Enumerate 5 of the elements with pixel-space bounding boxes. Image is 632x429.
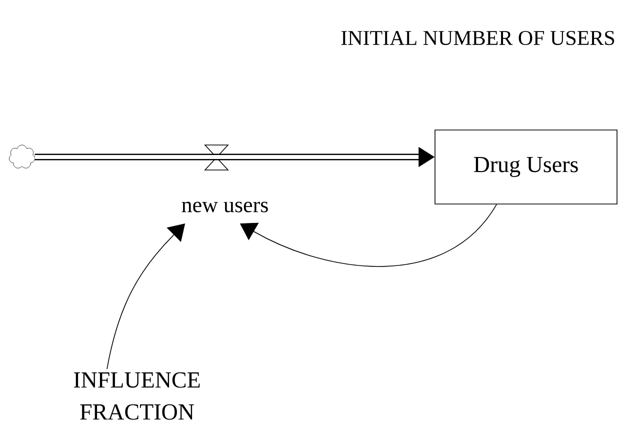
variable-label: INITIAL NUMBER OF USERS [341, 30, 614, 46]
variable-label: INFLUENCE FRACTION [74, 372, 200, 420]
stock-box: Drug Users [434, 130, 618, 204]
cloud-symbol [9, 144, 35, 168]
flow-label: new users [182, 202, 268, 212]
